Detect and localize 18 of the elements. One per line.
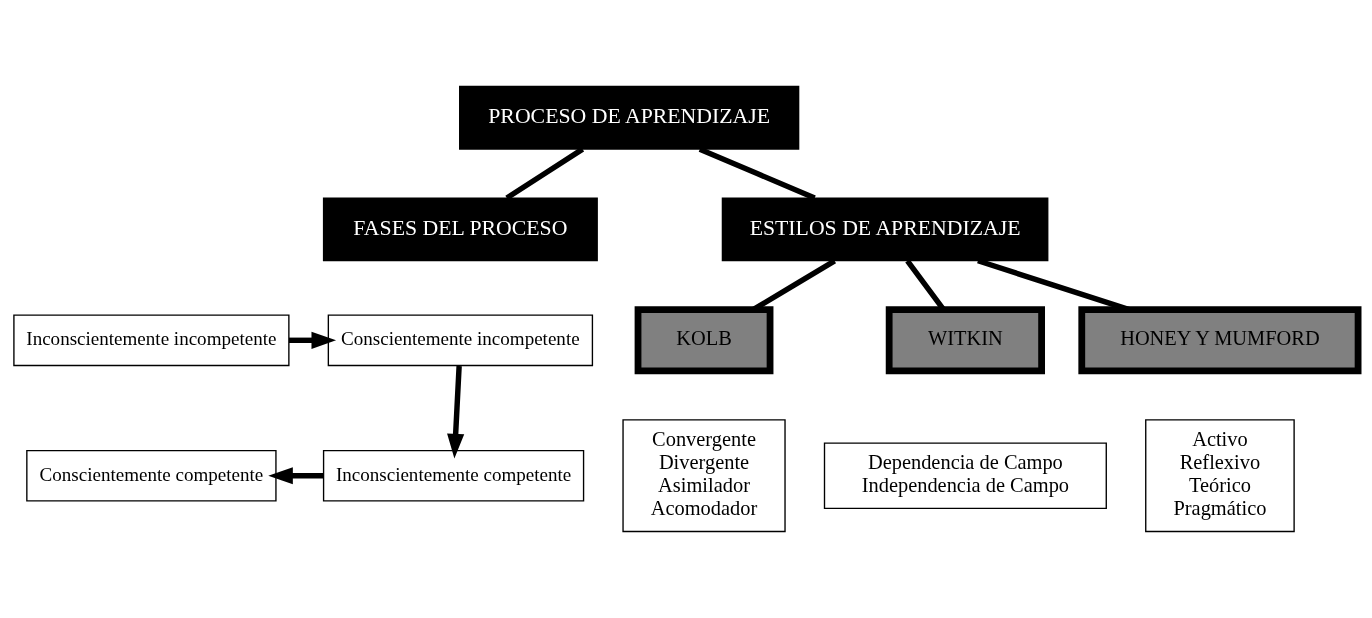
arrow: [289, 331, 337, 349]
arrow: [447, 365, 465, 459]
node-box: Conscientemente competente: [26, 449, 277, 502]
node-box: Conscientemente incompetente: [327, 314, 594, 367]
arrow: [268, 467, 324, 485]
node-box: ESTILOS DE APRENDIZAJE: [721, 197, 1049, 262]
node-box: HONEY Y MUMFORD: [1078, 306, 1362, 375]
node-box: Activo Reflexivo Teórico Pragmático: [1145, 419, 1295, 533]
node-box: KOLB: [634, 306, 774, 375]
node-box: WITKIN: [885, 306, 1045, 375]
connector: [698, 146, 816, 201]
node-box: Convergente Divergente Asimilador Acomodador: [622, 419, 786, 533]
node-box: Inconscientemente incompetente: [13, 314, 290, 367]
node-box: Dependencia de Campo Independencia de Campo: [823, 442, 1107, 510]
connector: [505, 146, 585, 201]
node-box: FASES DEL PROCESO: [322, 197, 598, 262]
node-box: PROCESO DE APRENDIZAJE: [459, 85, 800, 150]
node-box: Inconscientemente competente: [322, 449, 585, 502]
